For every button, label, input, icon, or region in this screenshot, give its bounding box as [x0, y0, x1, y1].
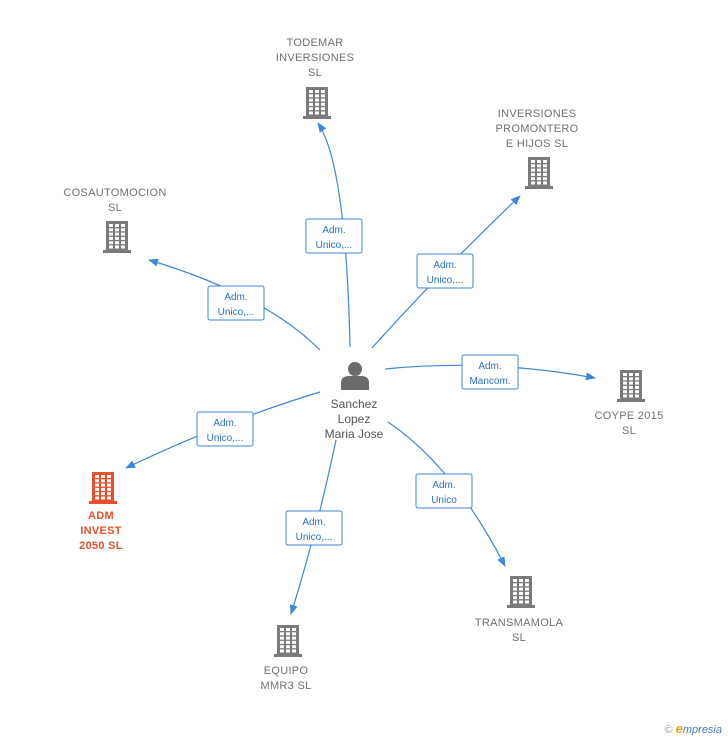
company-name-line: MMR3 SL: [261, 680, 312, 692]
edge-label-inversiones-promontero[interactable]: Adm. Unico,...: [416, 253, 474, 289]
person-name-line: Maria Jose: [325, 427, 384, 441]
edge-label-text: Adm.: [478, 361, 501, 372]
company-name-line: INVERSIONES: [276, 52, 355, 64]
company-node-adm-invest-2050[interactable]: ADM INVEST 2050 SL: [79, 472, 123, 552]
edge-label-text: Unico,...: [316, 240, 353, 251]
edge-label-box: [305, 218, 363, 254]
company-name-line: E HIJOS SL: [506, 138, 568, 150]
building-icon: [103, 221, 131, 253]
company-name-line: COYPE 2015: [594, 410, 663, 422]
edge-label-box: [416, 253, 474, 289]
building-icon: [507, 576, 535, 608]
company-name-line: TODEMAR: [287, 37, 344, 49]
company-name-line: TRANSMAMOLA: [475, 617, 564, 629]
company-name-line: PROMONTERO: [495, 123, 578, 135]
edge-label-text: Unico,...: [427, 275, 464, 286]
edge-label-transmamola[interactable]: Adm. Unico: [415, 473, 473, 509]
company-name-line: SL: [512, 632, 526, 644]
edge-label-text: Adm.: [432, 480, 455, 491]
edge-todemar: [317, 122, 351, 348]
edge-label-box: [415, 473, 473, 509]
edge-label-text: Adm.: [224, 292, 247, 303]
company-name-line: EQUIPO: [264, 665, 309, 677]
company-name-line: ADM: [88, 510, 114, 522]
company-name-line: SL: [622, 425, 636, 437]
edge-label-text: Unico,...: [207, 433, 244, 444]
company-node-inversiones-promontero[interactable]: INVERSIONES PROMONTERO E HIJOS SL: [495, 108, 578, 189]
person-name-line: Lopez: [338, 412, 371, 426]
company-name-line: COSAUTOMOCION: [63, 187, 166, 199]
company-node-cosautomocion[interactable]: COSAUTOMOCION SL: [63, 187, 166, 253]
edge-label-box: [461, 354, 519, 390]
edge-label-text: Mancom.: [469, 376, 510, 387]
edge-label-equipo-mmr3[interactable]: Adm. Unico,...: [285, 510, 343, 546]
brand-logo-initial: e: [675, 721, 683, 736]
brand-footer: © empresia: [664, 721, 722, 736]
company-name-line: INVEST: [80, 525, 122, 537]
person-icon: [341, 362, 369, 390]
nodes-layer: TODEMAR INVERSIONES SL INVERSIONES PROMONTER…: [63, 37, 663, 692]
edge-labels-layer: Adm.Unico,...Adm.Unico,...Adm.Unico,...A…: [196, 218, 519, 546]
company-node-todemar[interactable]: TODEMAR INVERSIONES SL: [276, 37, 355, 119]
edge-label-cosautomocion[interactable]: Adm. Unico,...: [207, 285, 265, 321]
edge-label-text: Unico: [431, 495, 457, 506]
edge-label-box: [207, 285, 265, 321]
edge-label-box: [196, 411, 254, 447]
brand-logo-text: mpresia: [682, 724, 722, 736]
edge-label-adm-invest-2050[interactable]: Adm. Unico,...: [196, 411, 254, 447]
copyright-symbol: ©: [664, 724, 673, 736]
building-icon: [303, 87, 331, 119]
edge-label-box: [285, 510, 343, 546]
person-name-line: Sanchez: [331, 397, 378, 411]
company-node-transmamola[interactable]: TRANSMAMOLA SL: [475, 576, 564, 644]
company-name-line: 2050 SL: [79, 540, 123, 552]
building-icon: [89, 472, 117, 504]
company-node-equipo-mmr3[interactable]: EQUIPO MMR3 SL: [261, 625, 312, 692]
edge-label-text: Unico,...: [218, 307, 255, 318]
edge-label-todemar[interactable]: Adm. Unico,...: [305, 218, 363, 254]
company-name-line: INVERSIONES: [498, 108, 577, 120]
building-icon: [525, 157, 553, 189]
edge-label-text: Unico,...: [296, 532, 333, 543]
edge-label-text: Adm.: [322, 225, 345, 236]
company-name-line: SL: [108, 202, 122, 214]
company-name-line: SL: [308, 67, 322, 79]
edge-label-text: Adm.: [302, 517, 325, 528]
building-icon: [617, 370, 645, 402]
edge-label-coype-2015[interactable]: Adm. Mancom.: [461, 354, 519, 390]
edge-label-text: Adm.: [433, 260, 456, 271]
edge-label-text: Adm.: [213, 418, 236, 429]
building-icon: [274, 625, 302, 657]
